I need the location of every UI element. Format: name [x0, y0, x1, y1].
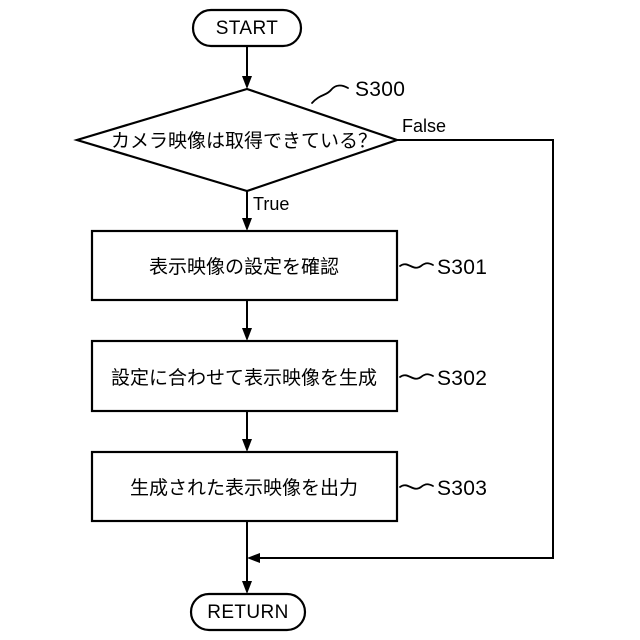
connector-decision-to-process1: [242, 191, 252, 231]
branch-label-true: True: [253, 194, 289, 214]
s301-leader-line: [399, 262, 434, 269]
connector-start-to-decision: [242, 46, 252, 89]
s303-leader-line: [399, 483, 434, 490]
node-process3: 生成された表示映像を出力: [90, 450, 399, 523]
node-return: RETURN: [189, 592, 307, 632]
node-start: START: [191, 8, 303, 48]
return-terminal-label: RETURN: [207, 602, 289, 623]
step-label-s301: S301: [437, 256, 487, 279]
process1-box-shape: [90, 229, 399, 302]
s300-leader-line: [311, 84, 349, 104]
connector-process2-to-process3: [242, 411, 252, 452]
s302-leader-line: [399, 373, 434, 380]
connector-false-branch: [247, 139, 554, 563]
step-label-s303: S303: [437, 477, 487, 500]
connector-process1-to-process2: [242, 300, 252, 341]
process3-label: 生成された表示映像を出力: [130, 477, 358, 499]
return-terminal-shape: [189, 592, 307, 632]
step-label-s302-group: S302: [399, 367, 487, 390]
step-label-s300-group: S300: [311, 78, 405, 104]
process2-box-shape: [90, 339, 399, 413]
branch-label-false: False: [402, 116, 446, 136]
node-process1: 表示映像の設定を確認: [90, 229, 399, 302]
process2-label: 設定に合わせて表示映像を生成: [111, 367, 377, 389]
step-label-s303-group: S303: [399, 477, 487, 500]
step-label-s300: S300: [355, 78, 405, 101]
node-decision: カメラ映像は取得できている？: [73, 87, 401, 193]
node-process2: 設定に合わせて表示映像を生成: [90, 339, 399, 413]
process1-label: 表示映像の設定を確認: [149, 256, 339, 278]
step-label-s302: S302: [437, 367, 487, 390]
connector-process3-to-return: [242, 521, 252, 594]
step-label-s301-group: S301: [399, 256, 487, 279]
decision-label: カメラ映像は取得できている？: [111, 130, 377, 152]
process3-box-shape: [90, 450, 399, 523]
start-terminal-label: START: [216, 18, 279, 39]
